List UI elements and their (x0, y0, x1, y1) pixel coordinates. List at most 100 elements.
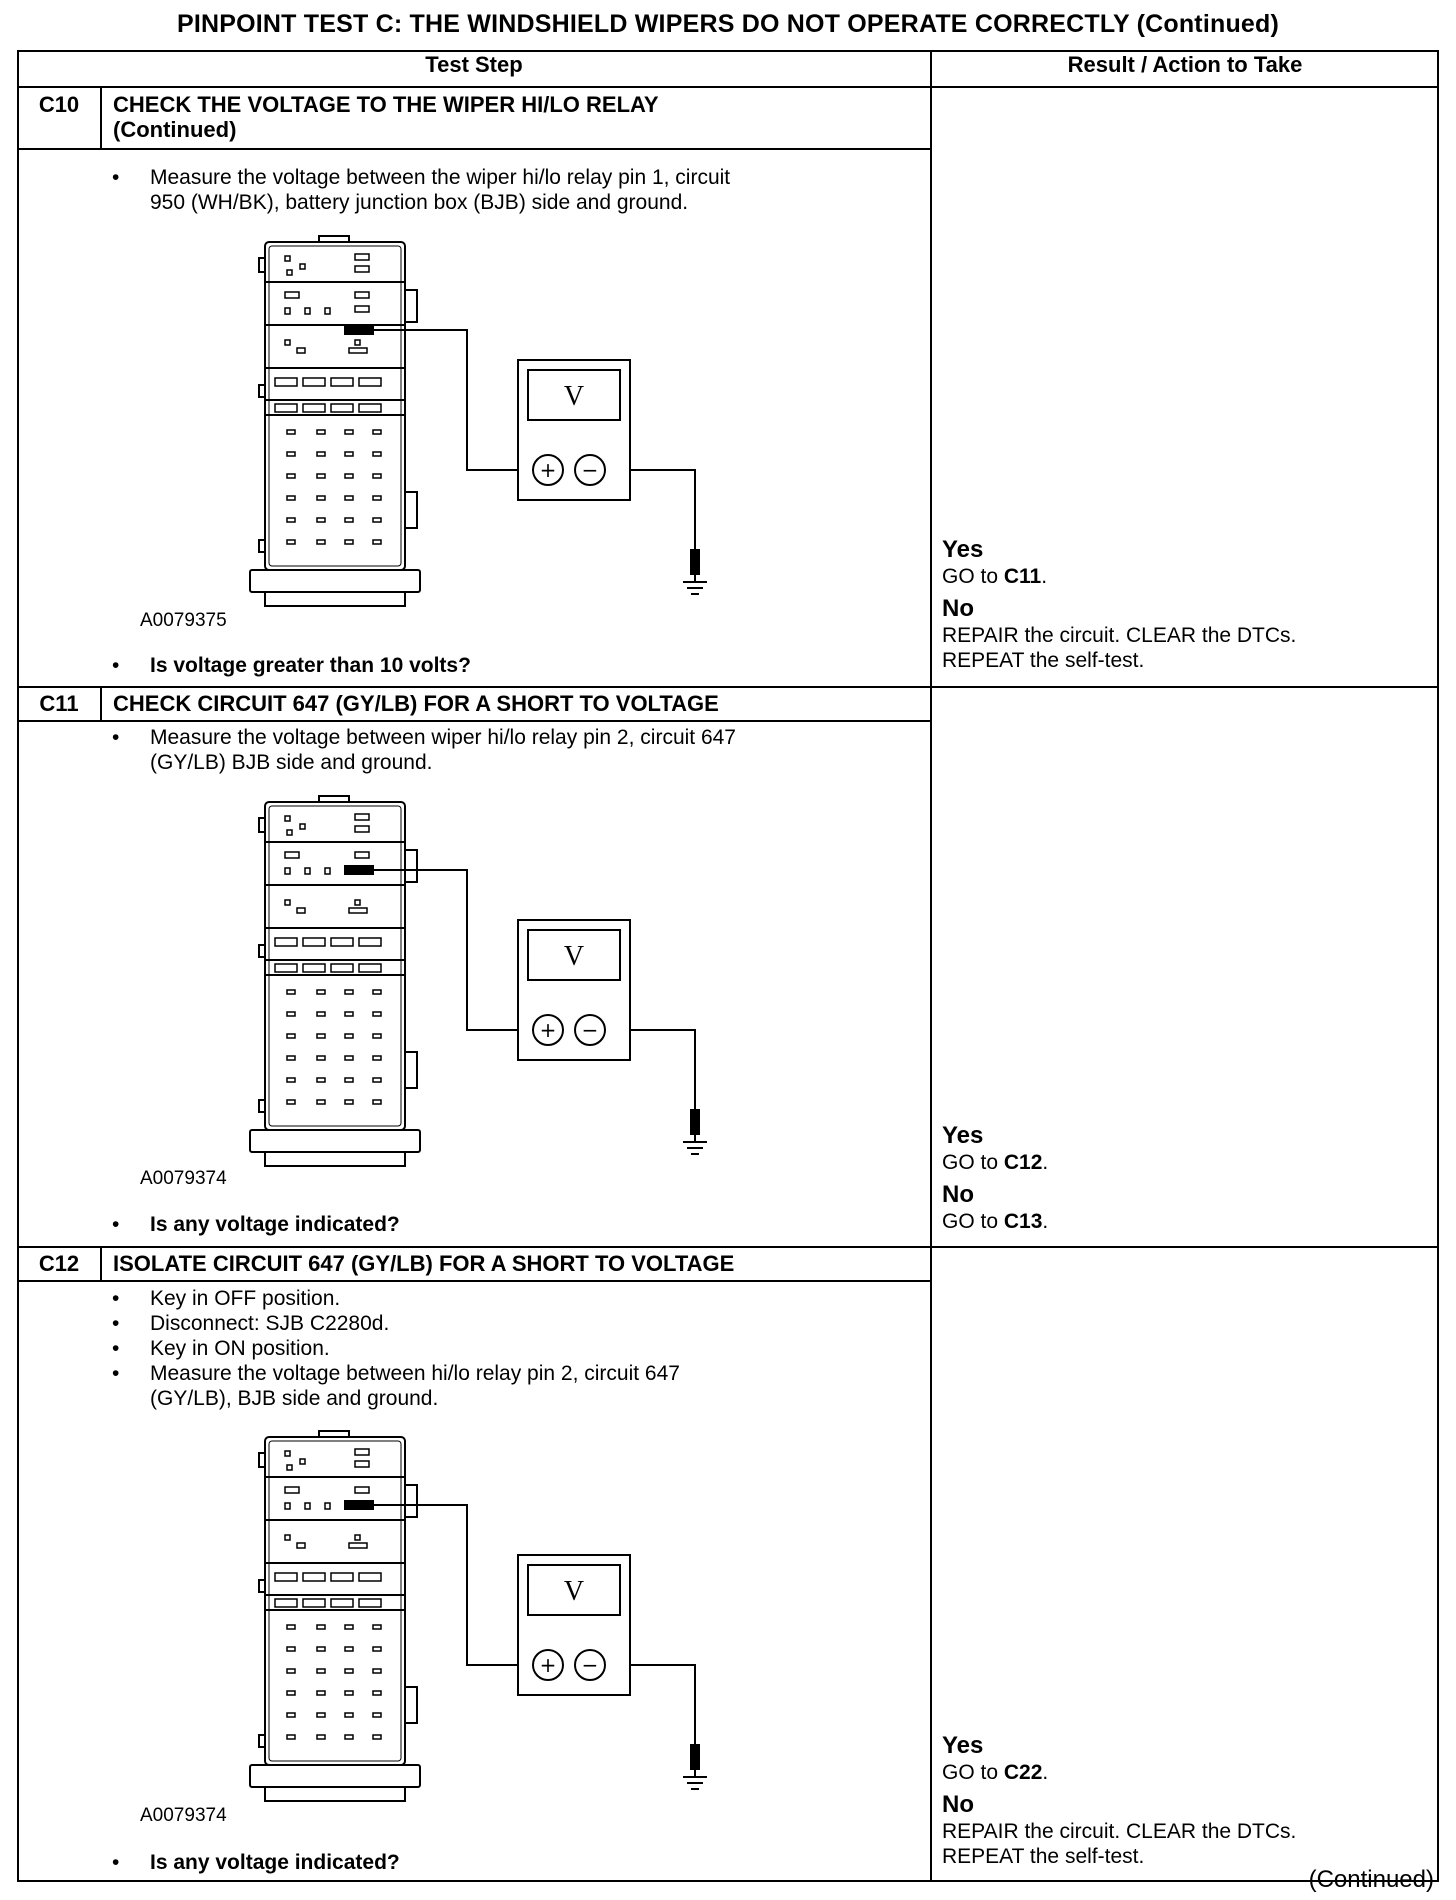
figure-id: A0079374 (140, 1805, 227, 1826)
bullet-text: 950 (WH/BK), battery junction box (BJB) … (150, 191, 689, 214)
step-id-divider (100, 686, 102, 722)
step-title-line: (Continued) (113, 117, 237, 142)
bullet-icon: • (112, 726, 120, 749)
step-id-divider (100, 1246, 102, 1282)
goto-link[interactable]: C12 (1003, 1151, 1043, 1174)
ground-icon (683, 1776, 707, 1790)
step-id-divider (100, 86, 102, 150)
bjb-voltage-diagram: V + − (249, 1430, 707, 1802)
ground-icon (683, 1141, 707, 1155)
yes-action: GO to C11. (942, 565, 1048, 588)
step-title-rule (17, 720, 931, 722)
no-action: GO to C13. (942, 1210, 1049, 1233)
header-result: Result / Action to Take (1067, 52, 1303, 77)
bullet-text: Key in ON position. (150, 1337, 330, 1360)
no-action: REPEAT the self-test. (942, 1845, 1145, 1868)
instruction-bullet: • Measure the voltage between wiper hi/l… (110, 725, 890, 775)
bullet-icon: • (112, 1362, 120, 1385)
goto-link[interactable]: C13 (1003, 1210, 1043, 1233)
bullet-text: (GY/LB), BJB side and ground. (150, 1387, 439, 1410)
continued-note: (Continued) (1308, 1866, 1434, 1893)
no-action: REPAIR the circuit. CLEAR the DTCs. (942, 1820, 1297, 1843)
bjb-voltage-diagram: V + − (249, 795, 707, 1167)
voltmeter-icon: V + − (517, 359, 631, 501)
bjb-voltage-diagram: V + − (249, 235, 707, 607)
bullet-icon: • (112, 1213, 120, 1236)
battery-junction-box (249, 1430, 421, 1802)
plus-icon: + (540, 1018, 557, 1042)
step-title: CHECK THE VOLTAGE TO THE WIPER HI/LO REL… (113, 92, 659, 142)
step-title-rule (17, 148, 931, 150)
no-action: REPAIR the circuit. CLEAR the DTCs. (942, 624, 1297, 647)
column-divider (930, 50, 932, 1882)
plus-icon: + (540, 458, 557, 482)
question-bullet: • Is any voltage indicated? (110, 1850, 890, 1875)
meter-symbol: V (564, 1576, 584, 1607)
bullet-icon: • (112, 166, 120, 189)
result-block: Yes GO to C12. No GO to C13. (942, 1122, 1422, 1234)
result-block: Yes GO to C11. No REPAIR the circuit. CL… (942, 536, 1422, 673)
goto-link[interactable]: C11 (1003, 565, 1042, 588)
goto-link[interactable]: C22 (1003, 1761, 1043, 1784)
bullet-icon: • (112, 1851, 120, 1874)
voltmeter-icon: V + − (517, 919, 631, 1061)
instruction-bullet: • Key in ON position. (110, 1336, 890, 1361)
bullet-text: Measure the voltage between the wiper hi… (150, 166, 731, 189)
ground-icon (683, 581, 707, 595)
yes-label: Yes (942, 1732, 984, 1759)
minus-icon: − (582, 458, 599, 482)
plus-icon: + (540, 1653, 557, 1677)
instruction-bullet: • Key in OFF position. (110, 1286, 890, 1311)
step-title-rule (17, 1280, 931, 1282)
step-title-line: CHECK THE VOLTAGE TO THE WIPER HI/LO REL… (113, 92, 659, 117)
battery-junction-box (249, 795, 421, 1167)
step-id: C11 (39, 691, 79, 716)
step-id: C10 (38, 92, 80, 117)
bullet-text: Measure the voltage between wiper hi/lo … (150, 726, 736, 749)
voltmeter-icon: V + − (517, 1554, 631, 1696)
no-label: No (942, 595, 974, 622)
figure-id: A0079374 (140, 1168, 227, 1189)
bullet-text: Measure the voltage between hi/lo relay … (150, 1362, 680, 1385)
bullet-text: Disconnect: SJB C2280d. (150, 1312, 390, 1335)
meter-symbol: V (564, 941, 584, 972)
question-text: Is any voltage indicated? (150, 1851, 400, 1874)
yes-label: Yes (942, 1122, 984, 1149)
no-label: No (942, 1181, 974, 1208)
step-title-line: ISOLATE CIRCUIT 647 (GY/LB) FOR A SHORT … (113, 1251, 735, 1276)
yes-action: GO to C22. (942, 1761, 1049, 1784)
page-title: PINPOINT TEST C: THE WINDSHIELD WIPERS D… (176, 10, 1280, 38)
instruction-bullet: • Measure the voltage between hi/lo rela… (110, 1361, 890, 1411)
bullet-icon: • (112, 654, 120, 677)
bullet-text: (GY/LB) BJB side and ground. (150, 751, 433, 774)
minus-icon: − (582, 1653, 599, 1677)
no-label: No (942, 1791, 974, 1818)
result-block: Yes GO to C22. No REPAIR the circuit. CL… (942, 1732, 1422, 1869)
step-id: C12 (38, 1251, 80, 1276)
yes-label: Yes (942, 536, 984, 563)
no-action: REPEAT the self-test. (942, 649, 1145, 672)
step-title: CHECK CIRCUIT 647 (GY/LB) FOR A SHORT TO… (113, 691, 719, 716)
battery-junction-box (249, 235, 421, 607)
bullet-text: Key in OFF position. (150, 1287, 341, 1310)
question-bullet: • Is voltage greater than 10 volts? (110, 653, 890, 678)
figure-id: A0079375 (140, 610, 227, 631)
yes-action: GO to C12. (942, 1151, 1049, 1174)
bullet-icon: • (112, 1337, 120, 1360)
question-text: Is any voltage indicated? (150, 1213, 400, 1236)
question-bullet: • Is any voltage indicated? (110, 1212, 890, 1237)
meter-symbol: V (564, 381, 584, 412)
instruction-bullet: • Disconnect: SJB C2280d. (110, 1311, 890, 1336)
action-text: GO to (942, 1761, 999, 1784)
bullet-icon: • (112, 1312, 120, 1335)
action-text: GO to (942, 1151, 999, 1174)
header-test-step: Test Step (425, 52, 523, 77)
bullet-icon: • (112, 1287, 120, 1310)
action-text: GO to (942, 565, 999, 588)
question-text: Is voltage greater than 10 volts? (150, 654, 471, 677)
instruction-bullet: • Measure the voltage between the wiper … (110, 165, 890, 215)
pinpoint-table (17, 50, 1439, 1882)
action-text: GO to (942, 1210, 999, 1233)
minus-icon: − (582, 1018, 599, 1042)
step-title-line: CHECK CIRCUIT 647 (GY/LB) FOR A SHORT TO… (113, 691, 719, 716)
